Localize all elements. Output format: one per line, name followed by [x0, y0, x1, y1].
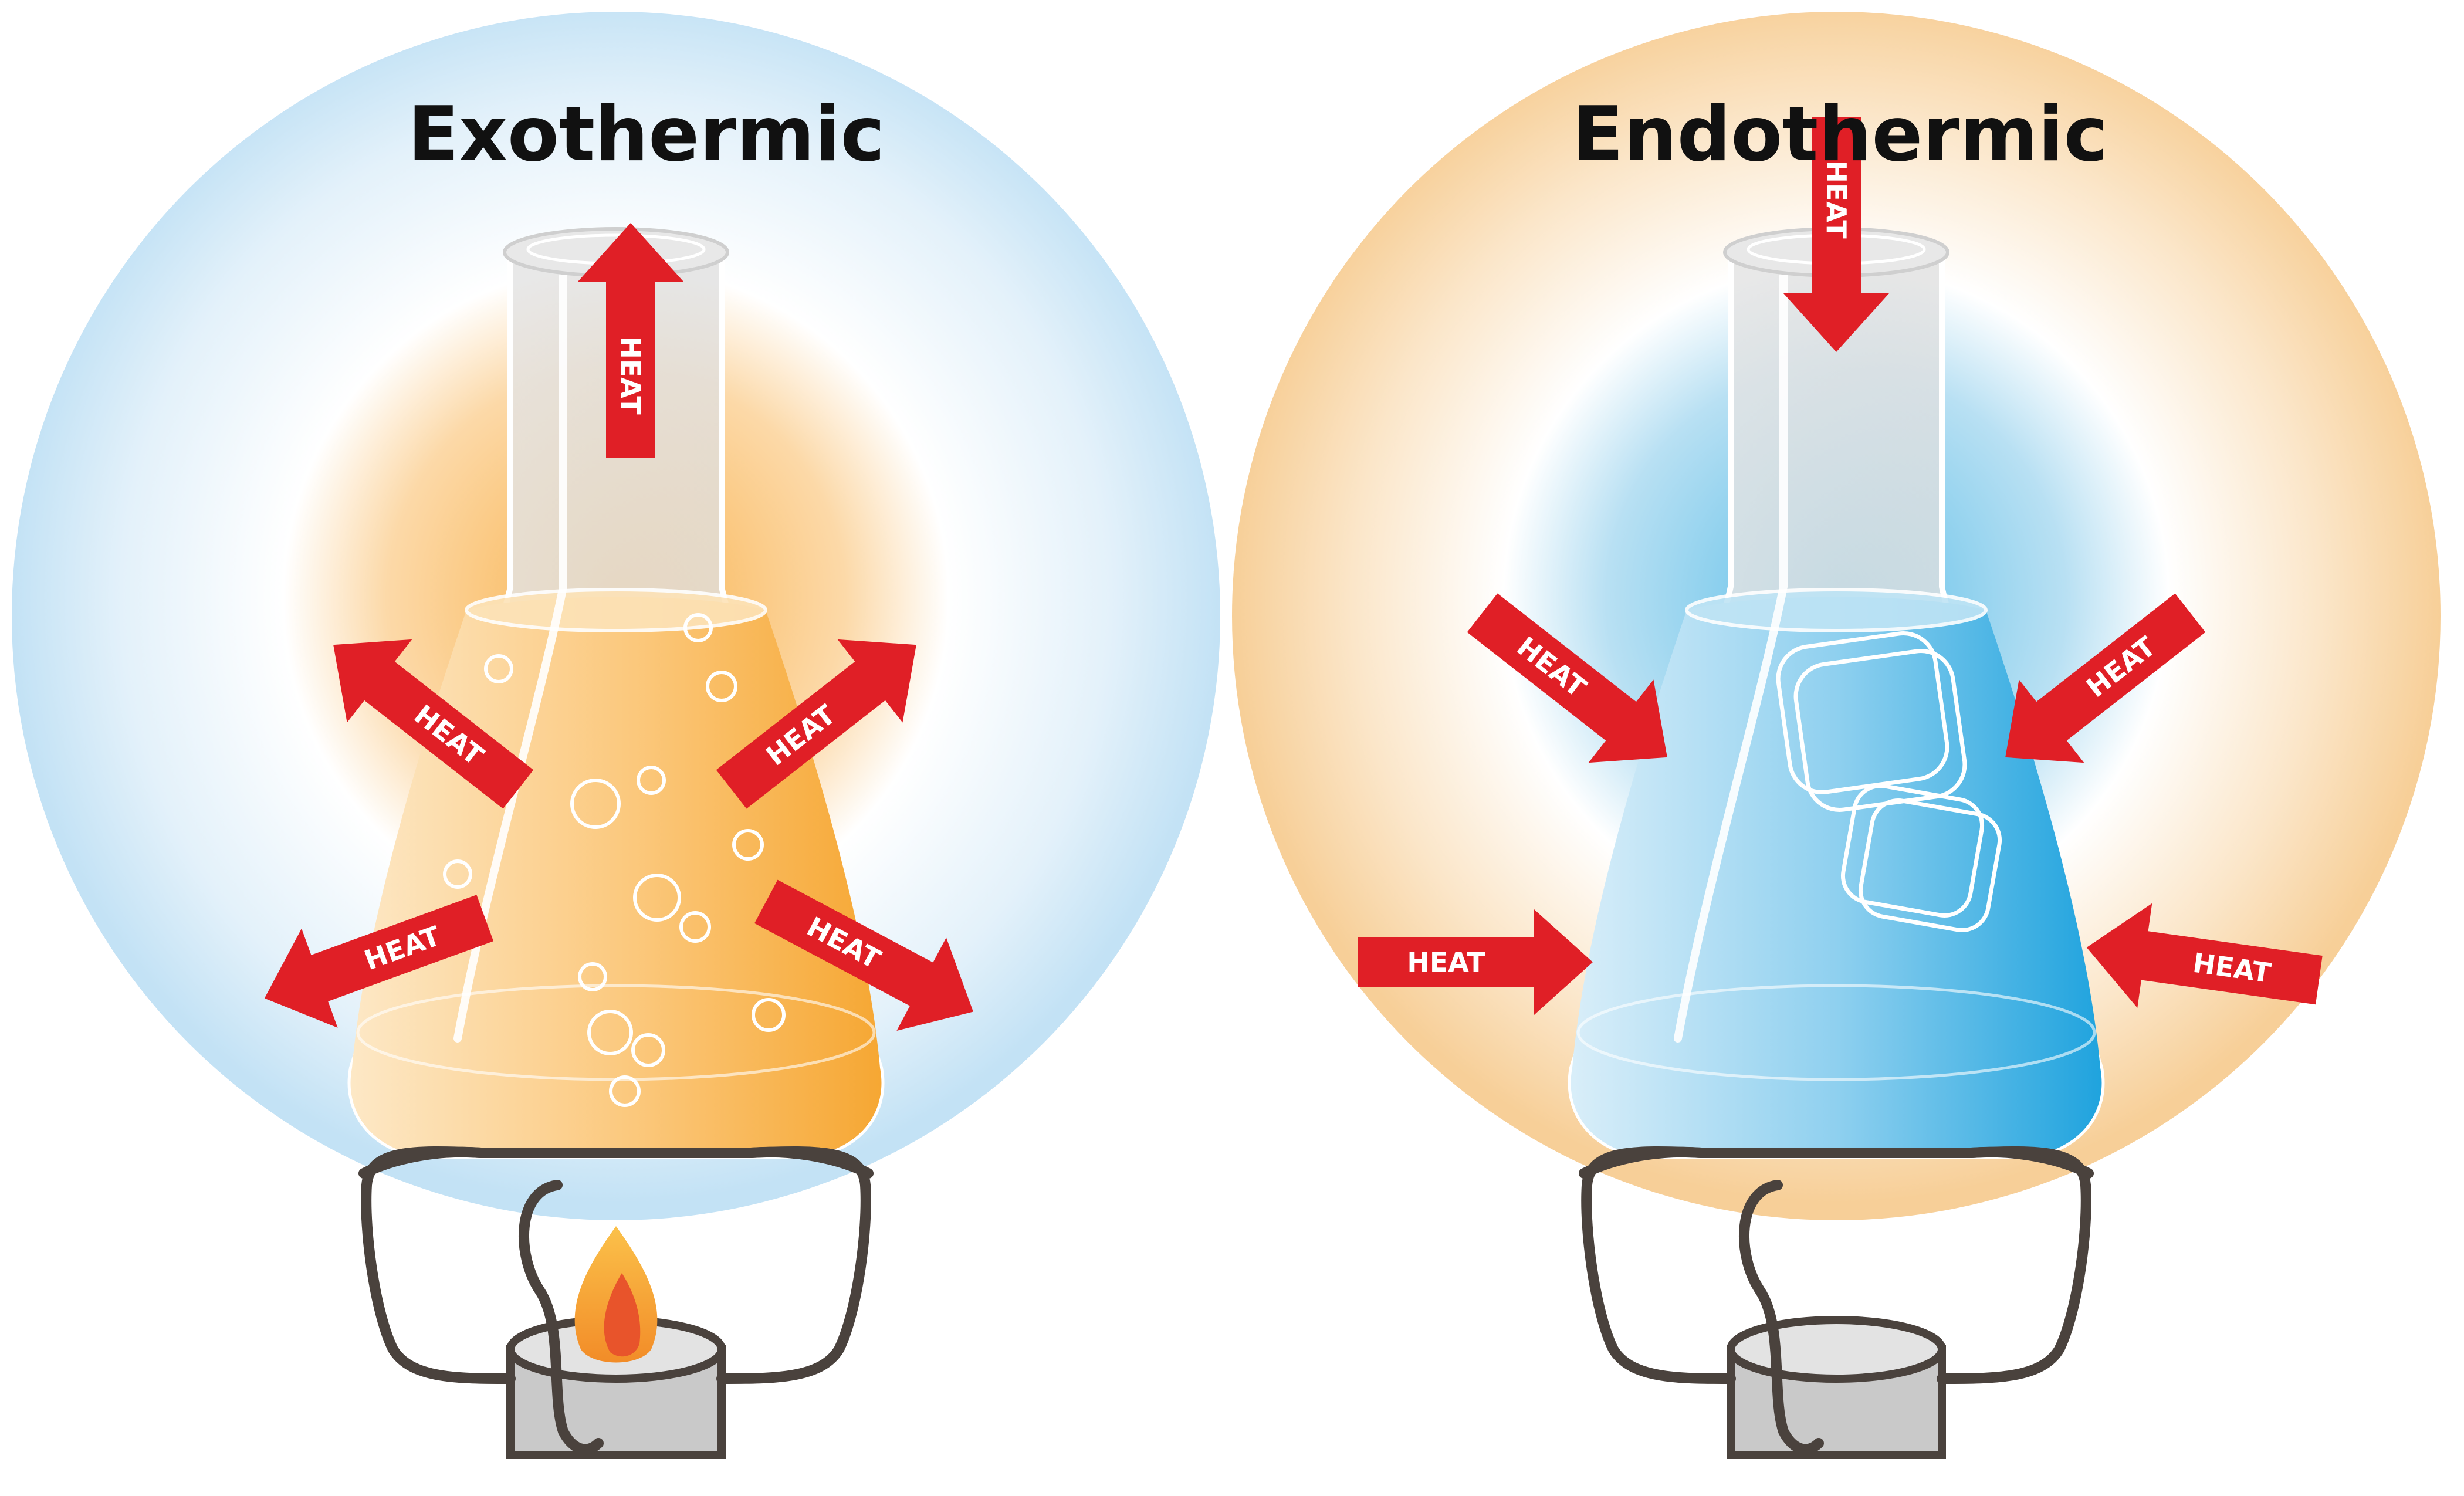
bubble — [633, 874, 681, 922]
heat-label: HEAT — [1407, 946, 1485, 978]
endothermic-title: Endothermic — [1572, 91, 2108, 178]
flame-icon — [574, 1226, 658, 1363]
exothermic-title: Exothermic — [408, 91, 885, 178]
endothermic-arrow-lower-left: HEAT — [1358, 909, 1593, 1015]
bubble — [631, 1033, 665, 1067]
bubble — [732, 829, 764, 861]
bubble — [752, 998, 786, 1032]
endothermic-flask-base-rim — [1576, 984, 2096, 1081]
bubble — [683, 613, 713, 642]
ice-cube-icon — [1840, 784, 2002, 932]
endothermic-stand — [1579, 1146, 2094, 1455]
endothermic-liquid — [1571, 597, 2102, 1156]
bubble — [609, 1075, 641, 1107]
bubble — [570, 779, 621, 829]
bubble — [637, 766, 666, 795]
bubble — [484, 654, 513, 683]
exothermic-stand — [358, 1146, 874, 1455]
exothermic-panel: HEAT HEAT HEAT HEAT HEAT — [12, 12, 1220, 1459]
endothermic-arrow-lower-right: HEAT — [2086, 903, 2323, 1008]
endothermic-liquid-surface — [1685, 588, 1988, 632]
exothermic-arrow-up: HEAT — [578, 223, 683, 458]
bubble — [587, 1010, 633, 1055]
endothermic-panel: HEAT HEAT HEAT HEAT HEAT — [1232, 12, 2441, 1459]
bubble — [706, 671, 737, 702]
exothermic-liquid-surface — [465, 588, 767, 632]
exothermic-bubbles — [443, 613, 786, 1107]
bubble — [443, 859, 472, 889]
endothermic-arrow-down: HEAT — [1783, 117, 1889, 352]
exothermic-candle — [506, 1316, 726, 1459]
bubble — [578, 962, 607, 991]
endothermic-candle — [1727, 1316, 1946, 1459]
heat-label: HEAT — [1820, 160, 1852, 239]
bubble — [679, 911, 711, 943]
heat-label: HEAT — [615, 336, 647, 415]
endothermic-glass-highlight — [1674, 272, 1788, 1043]
